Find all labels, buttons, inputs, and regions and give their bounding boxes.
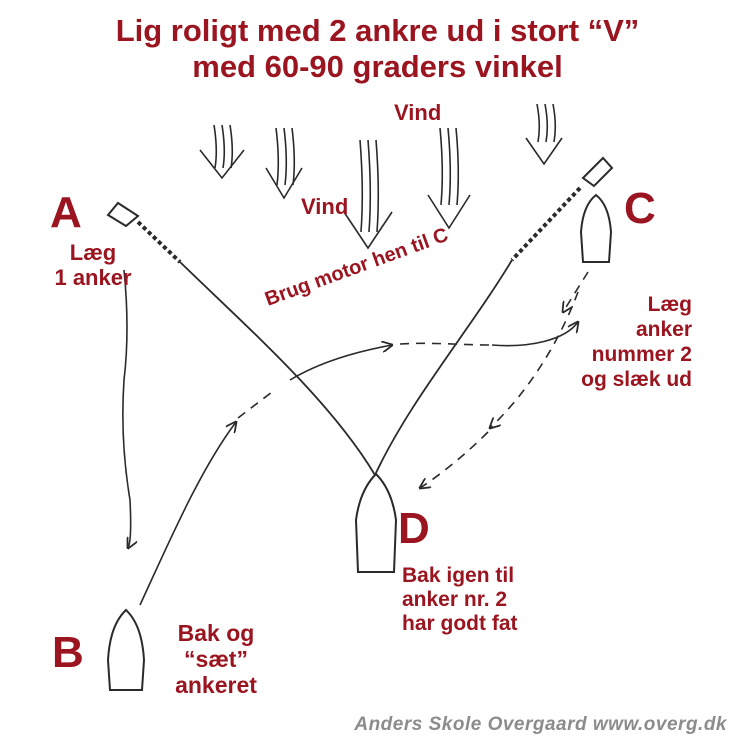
point-a-letter: A	[50, 188, 82, 237]
chain-c	[510, 186, 582, 262]
point-c-line-4: og slæk ud	[581, 368, 692, 391]
point-d-line-2: anker nr. 2	[402, 588, 508, 611]
boat-d	[354, 472, 398, 573]
anchor-a	[106, 201, 140, 228]
path-c-to-d	[420, 271, 589, 488]
chain-a	[136, 220, 182, 264]
title-line-2: med 60-90 graders vinkel	[192, 49, 563, 84]
point-c-text: Læg anker nummer 2 og slæk ud	[548, 292, 692, 392]
wind-label-top: Vind	[394, 100, 442, 125]
point-b-line-3: ankeret	[175, 672, 257, 698]
point-c-line-1: Læg	[647, 293, 692, 316]
wind-arrow	[265, 127, 303, 200]
wind-arrow	[427, 127, 471, 230]
wind-arrow	[199, 124, 245, 180]
boats	[106, 193, 613, 691]
title-line-1: Lig roligt med 2 ankre ud i stort “V”	[115, 13, 640, 48]
point-d-line-1: Bak igen til	[402, 564, 515, 587]
point-c-line-2: anker	[635, 318, 692, 341]
point-b-text: Bak og “sæt” ankeret	[156, 620, 276, 698]
point-b-line-1: Bak og	[177, 620, 255, 646]
wind-arrows	[199, 103, 563, 250]
point-a-line-2: 1 anker	[54, 265, 132, 290]
footer-credit: Anders Skole Overgaard www.overg.dk	[354, 714, 727, 735]
point-c-letter: C	[624, 184, 656, 233]
point-d-line-3: har godt fat	[402, 612, 518, 635]
point-c-line-3: nummer 2	[591, 343, 692, 366]
wind-arrow	[525, 103, 563, 166]
wind-arrow	[343, 139, 393, 250]
path-a-to-b	[122, 269, 131, 548]
point-a-line-1: Læg	[69, 240, 117, 265]
anchor-c	[581, 156, 614, 188]
point-d-letter: D	[398, 504, 430, 553]
anchor-lines	[179, 259, 513, 476]
boat-b	[106, 608, 146, 691]
point-b-letter: B	[52, 628, 84, 677]
boat-c	[579, 193, 613, 263]
point-a-text: Læg 1 anker	[38, 240, 148, 290]
point-d-text: Bak igen til anker nr. 2 har godt fat	[402, 564, 518, 636]
wind-label-left: Vind	[301, 194, 349, 219]
path-b-to-c	[139, 322, 578, 606]
point-b-line-2: “sæt”	[184, 646, 248, 672]
